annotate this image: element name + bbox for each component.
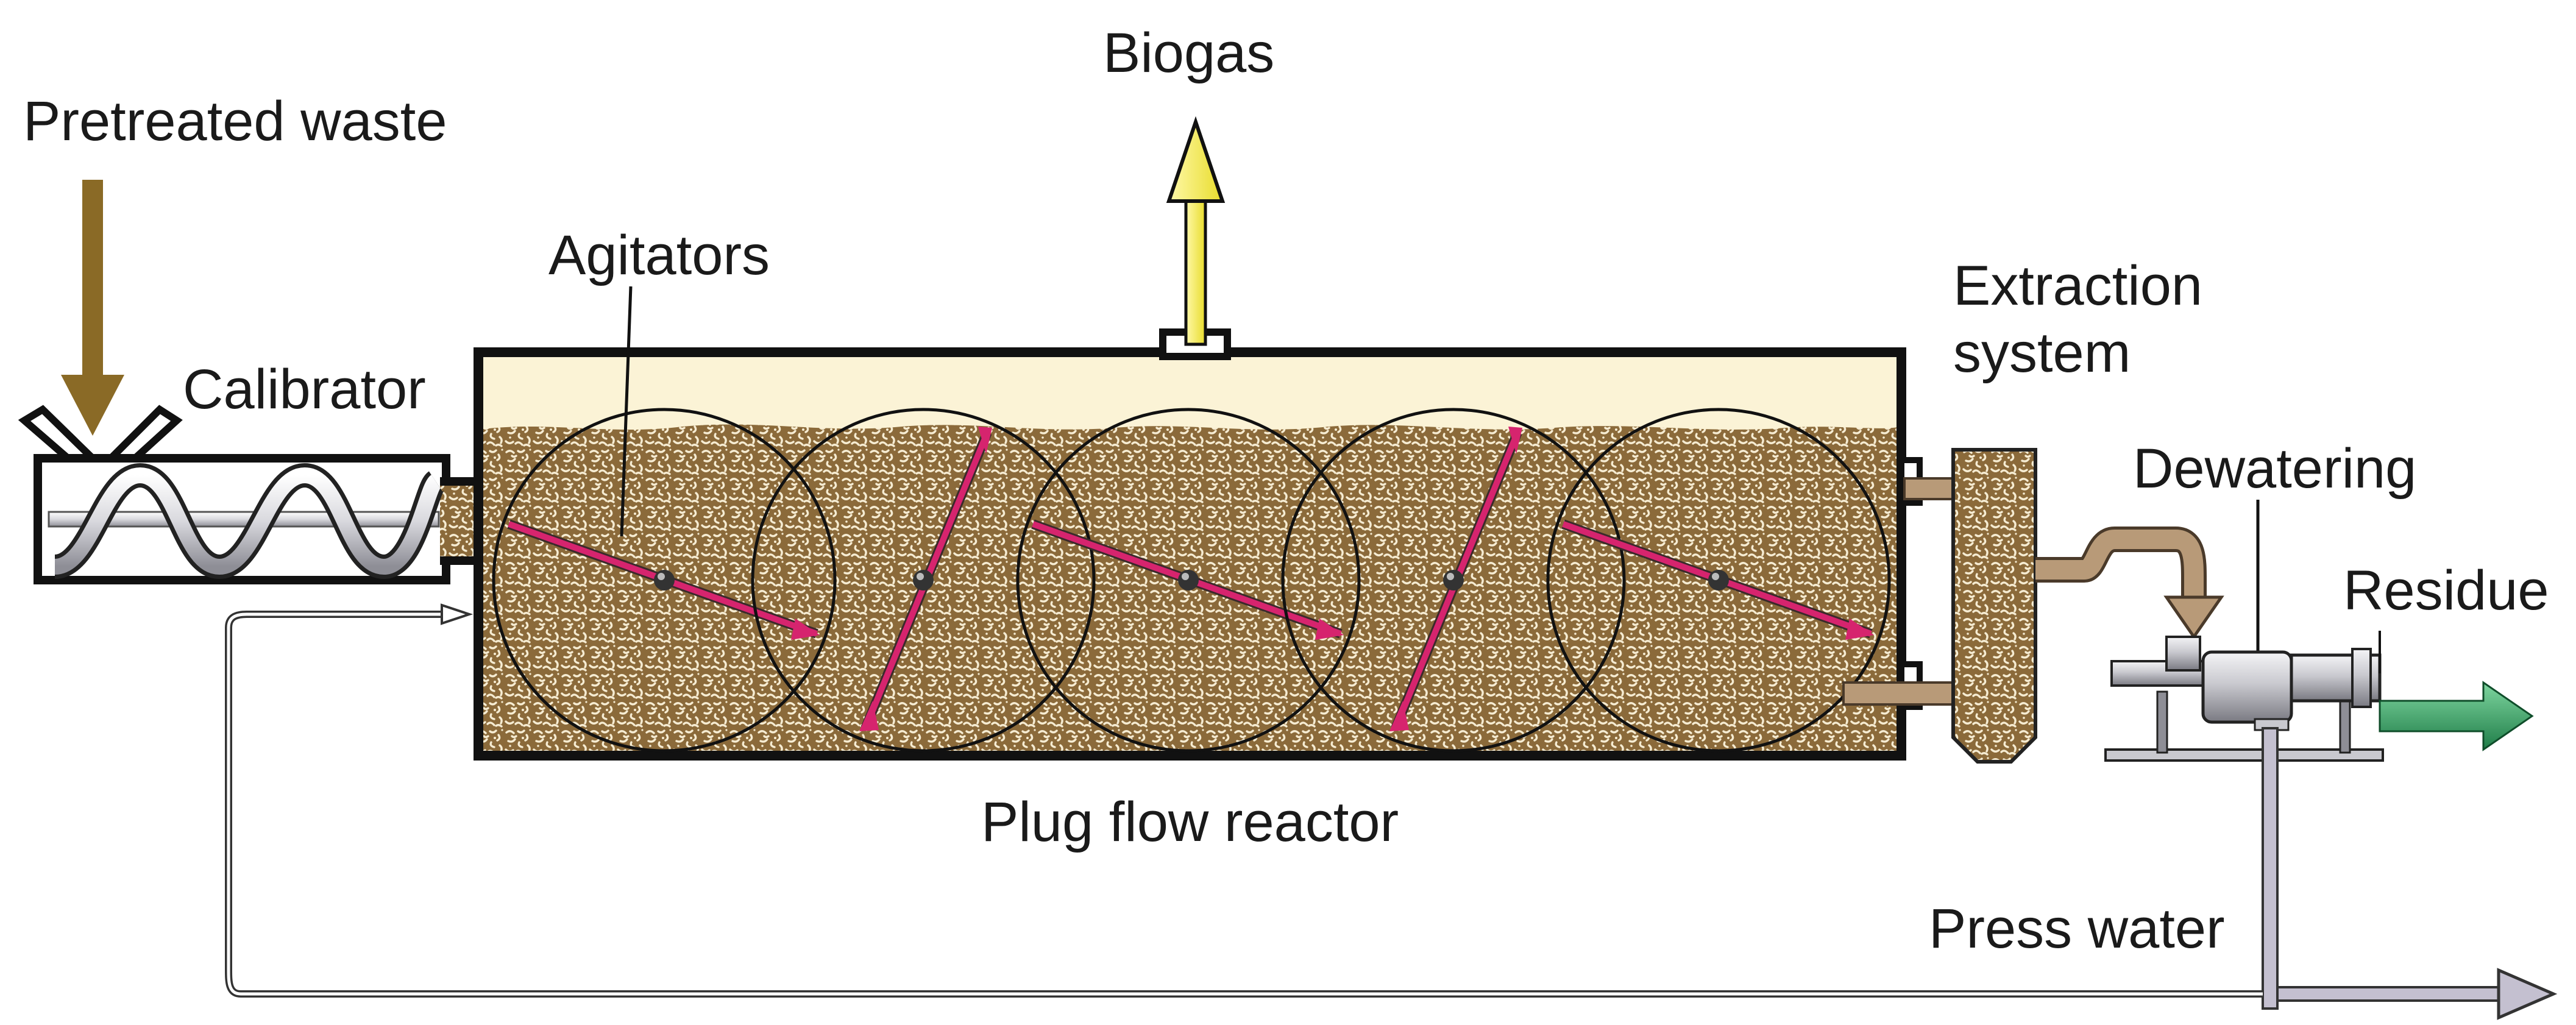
- agitator-1: [492, 408, 837, 753]
- pretreated-waste-label: Pretreated waste: [23, 90, 447, 152]
- waste-inlet-arrow: [61, 180, 124, 436]
- press-water-label: Press water: [1929, 898, 2225, 960]
- residue-outlet-arrow: [2379, 631, 2534, 751]
- dewatering-label: Dewatering: [2133, 438, 2416, 500]
- extraction-system: [1842, 448, 2224, 764]
- agitators-leader-line: [620, 286, 633, 537]
- dewatering-press: [2104, 636, 2384, 762]
- calibrator-label: Calibrator: [183, 358, 426, 420]
- agitator-5: [1546, 408, 1891, 753]
- calibrator-screw-feeder: [18, 405, 480, 584]
- agitators-label: Agitators: [548, 224, 770, 286]
- extraction-system-label-line2: system: [1953, 322, 2131, 384]
- press-water-line: [225, 603, 2558, 1020]
- agitator-2: [751, 408, 1096, 753]
- biogas-outlet-arrow: [1159, 116, 1231, 360]
- agitator-3: [1016, 408, 1361, 753]
- residue-label: Residue: [2343, 559, 2549, 622]
- plug-flow-reactor-label: Plug flow reactor: [981, 791, 1399, 853]
- agitator-4: [1281, 408, 1626, 753]
- biogas-label: Biogas: [1103, 22, 1274, 84]
- extraction-system-label-line1: Extraction: [1953, 255, 2202, 317]
